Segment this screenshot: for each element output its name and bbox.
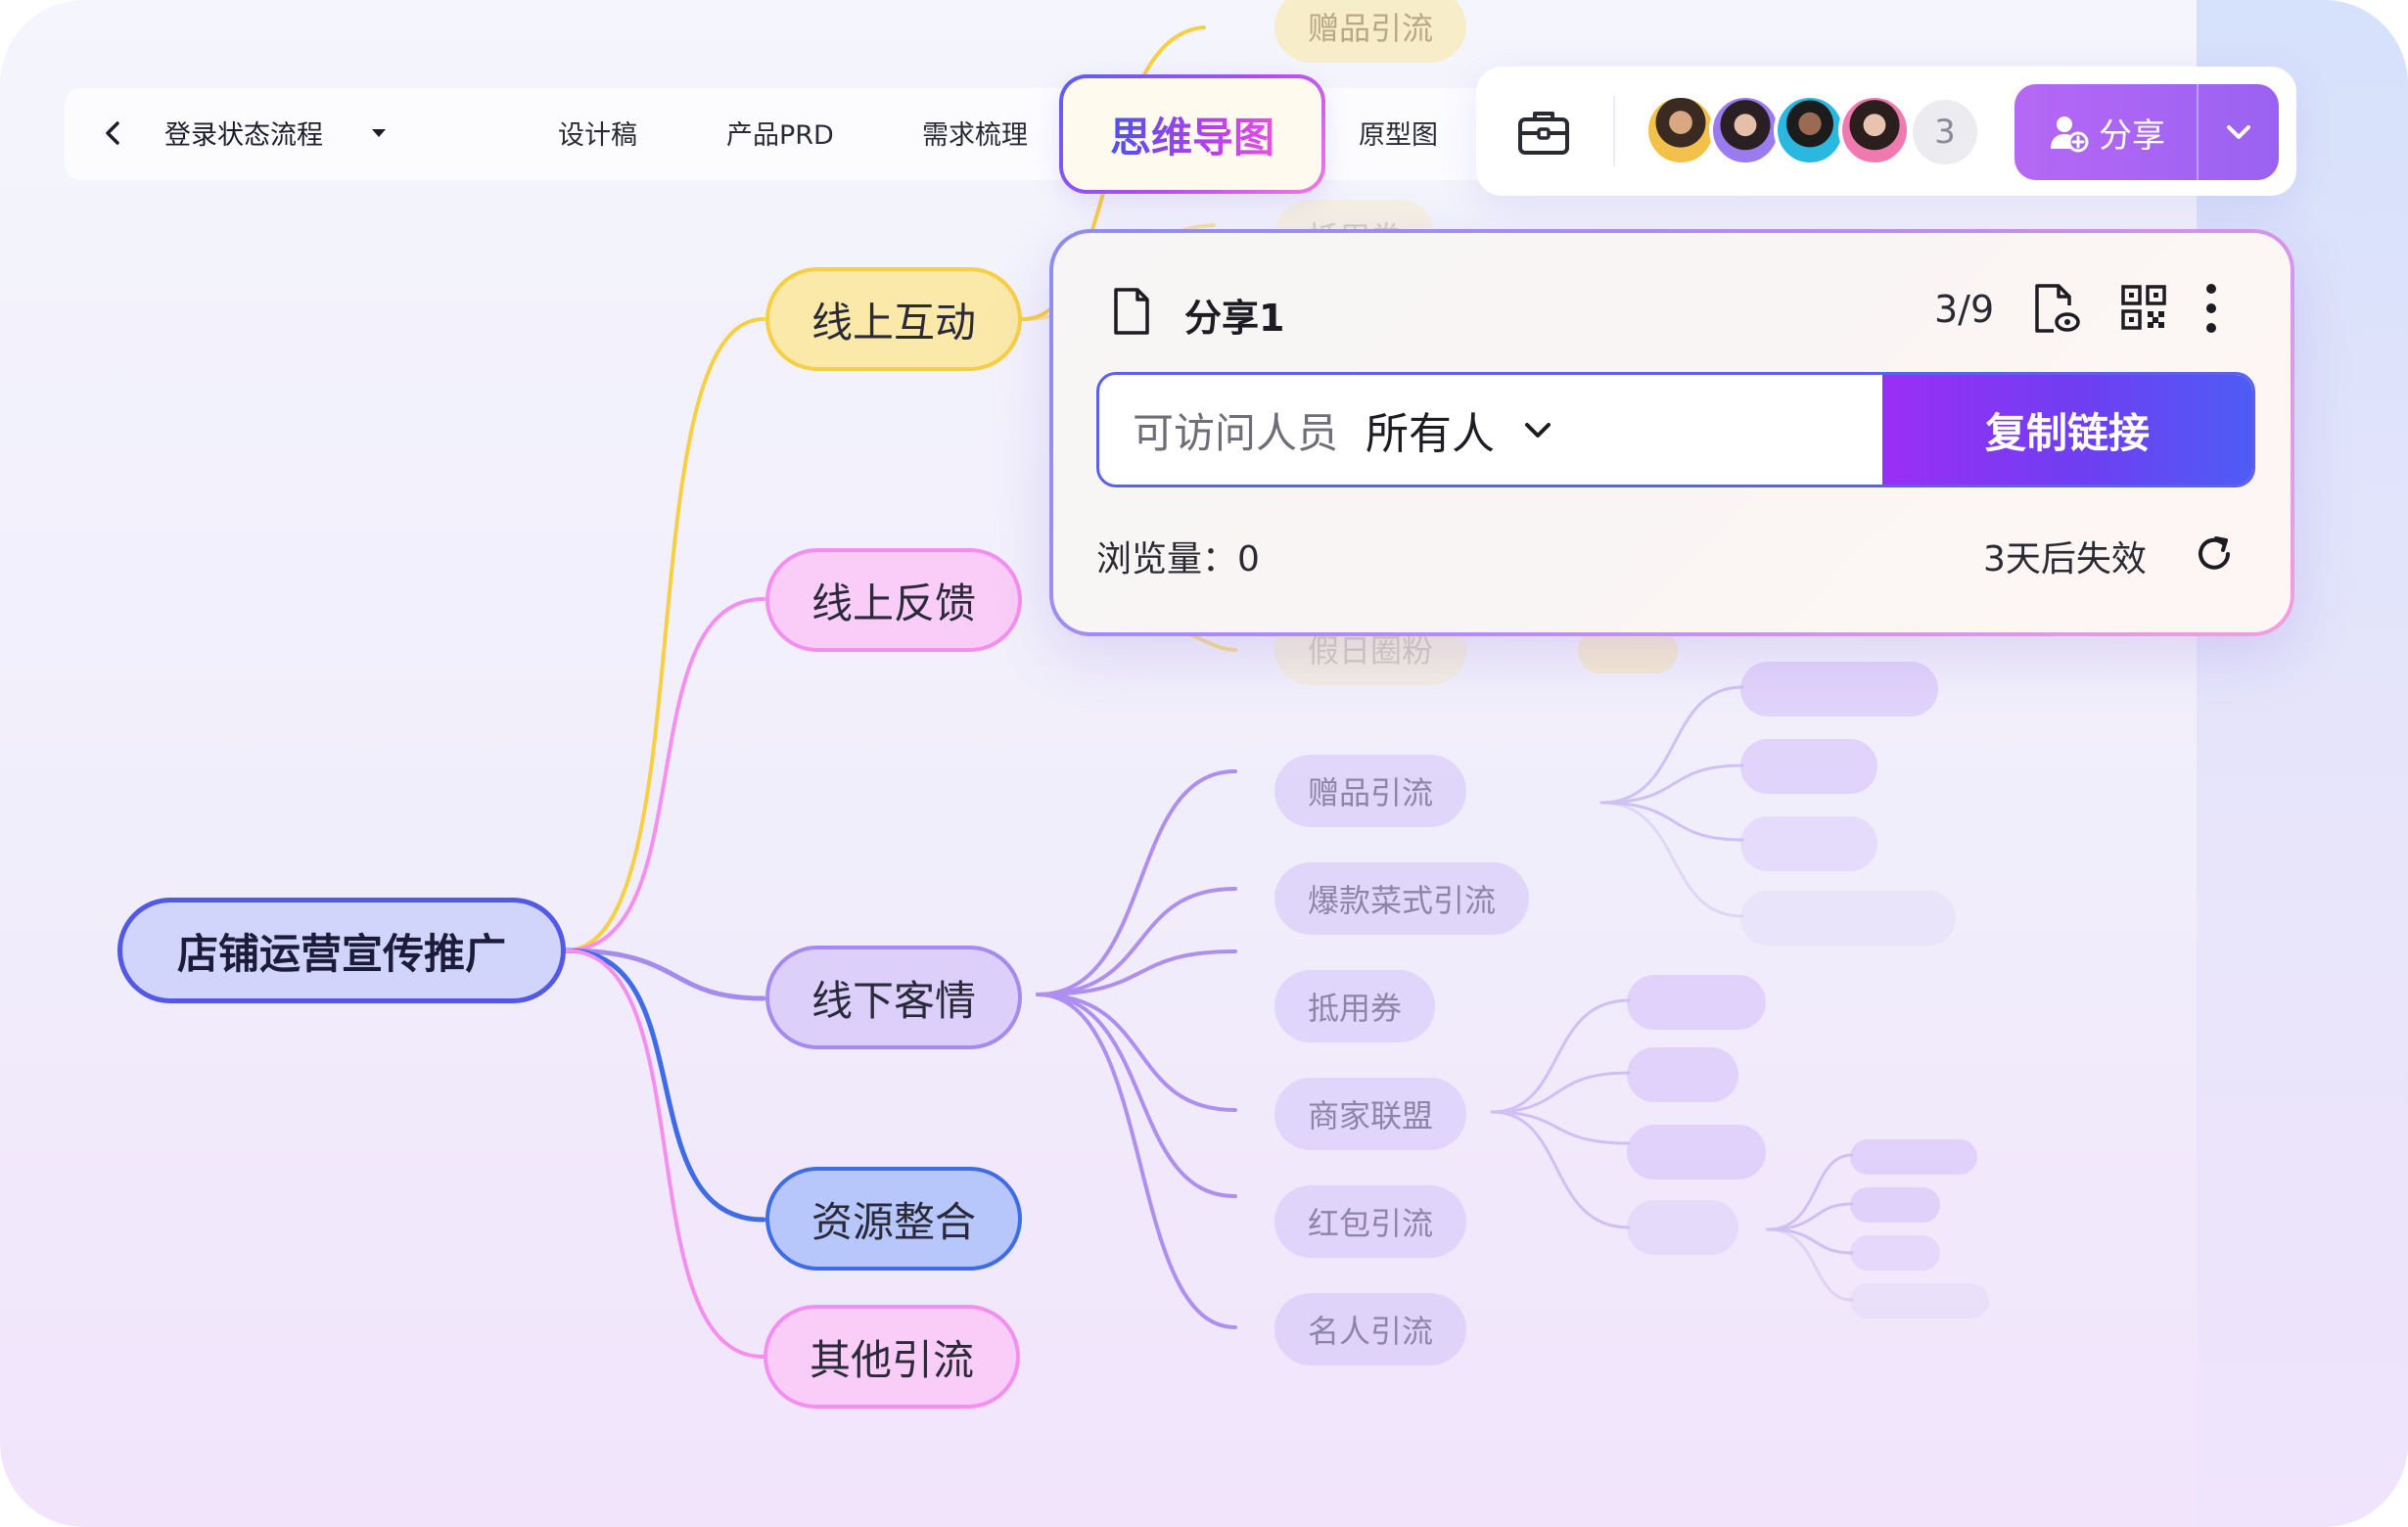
- share-page-count: 3/9: [1934, 288, 1995, 331]
- placeholder-node: [1850, 1187, 1940, 1223]
- chevron-down-icon: [1525, 423, 1551, 438]
- branch-resource-integration[interactable]: 资源整合: [765, 1167, 1022, 1271]
- preview-file-icon[interactable]: [2032, 282, 2081, 337]
- placeholder-node: [1627, 975, 1766, 1030]
- access-value: 所有人: [1366, 409, 1496, 459]
- tab-design[interactable]: 设计稿: [558, 120, 637, 151]
- collaborator-avatar[interactable]: [1774, 94, 1846, 166]
- collaborator-extra-count[interactable]: 3: [1909, 96, 1981, 168]
- node-hint-gift-traffic[interactable]: 赠品引流: [1274, 0, 1467, 63]
- share-button-label: 分享: [2099, 116, 2165, 156]
- share-dropdown-toggle[interactable]: [2199, 84, 2279, 180]
- access-and-copy-row: 可访问人员 所有人 复制链接: [1096, 372, 2255, 487]
- branch-online-feedback[interactable]: 线上反馈: [765, 548, 1022, 652]
- placeholder-node: [1627, 1125, 1766, 1180]
- branch-online-interaction[interactable]: 线上互动: [765, 267, 1022, 371]
- refresh-icon[interactable]: [2193, 532, 2236, 576]
- caret-down-icon[interactable]: [368, 122, 390, 144]
- branch-other-traffic[interactable]: 其他引流: [764, 1305, 1020, 1409]
- copy-link-button[interactable]: 复制链接: [1882, 375, 2252, 485]
- toolbar-divider: [1613, 96, 1615, 166]
- share-main-action[interactable]: 分享: [2014, 84, 2197, 180]
- collaborator-avatar[interactable]: [1838, 94, 1911, 166]
- tab-mind-map-label: 思维导图: [1110, 105, 1274, 164]
- link-expiry: 3天后失效: [1983, 539, 2147, 579]
- placeholder-node: [1850, 1235, 1940, 1271]
- node-merchant-alliance[interactable]: 商家联盟: [1274, 1078, 1467, 1150]
- file-icon: [1114, 288, 1149, 335]
- tab-product-prd[interactable]: 产品PRD: [726, 120, 834, 151]
- share-button-divider: [2197, 84, 2199, 180]
- collaborator-avatar[interactable]: [1644, 94, 1717, 166]
- connector-online-feedback: [564, 597, 765, 952]
- placeholder-node: [1740, 891, 1956, 946]
- qr-code-icon[interactable]: [2120, 284, 2167, 331]
- node-celebrity-traffic[interactable]: 名人引流: [1274, 1293, 1467, 1365]
- access-selector[interactable]: 可访问人员 所有人: [1099, 375, 1882, 485]
- chevron-down-icon: [2227, 125, 2250, 139]
- branch-offline-relations[interactable]: 线下客情: [765, 946, 1022, 1049]
- access-label: 可访问人员: [1133, 408, 1339, 457]
- more-vertical-icon[interactable]: [2204, 282, 2218, 335]
- connector-online-interact: [564, 317, 765, 952]
- placeholder-node: [1740, 662, 1938, 717]
- placeholder-node: [1578, 628, 1678, 673]
- connector-resource: [563, 948, 766, 1223]
- placeholder-node: [1627, 1047, 1738, 1102]
- add-user-icon: [2051, 116, 2089, 153]
- tab-prototype[interactable]: 原型图: [1359, 120, 1438, 151]
- placeholder-node: [1627, 1200, 1738, 1255]
- placeholder-node: [1850, 1283, 1989, 1319]
- share-button[interactable]: 分享: [2014, 84, 2279, 180]
- tab-mind-map-active[interactable]: 思维导图: [1059, 74, 1325, 194]
- placeholder-node: [1740, 739, 1877, 794]
- connector-other: [564, 949, 765, 1359]
- view-count: 浏览量：0: [1096, 539, 1260, 579]
- tab-requirements[interactable]: 需求梳理: [922, 120, 1028, 151]
- connector-offline: [563, 948, 766, 1001]
- node-hit-dish-traffic[interactable]: 爆款菜式引流: [1274, 862, 1530, 935]
- briefcase-icon[interactable]: [1517, 108, 1570, 157]
- node-voucher[interactable]: 抵用券: [1274, 970, 1436, 1042]
- node-gift-traffic[interactable]: 赠品引流: [1274, 755, 1467, 827]
- back-arrow-icon[interactable]: [98, 117, 129, 149]
- node-red-packet-traffic[interactable]: 红包引流: [1274, 1185, 1467, 1258]
- collaborator-avatar[interactable]: [1709, 94, 1782, 166]
- share-link-popover: 分享1 3/9 可访问人员: [1049, 229, 2294, 636]
- placeholder-node: [1740, 816, 1877, 871]
- placeholder-node: [1850, 1139, 1977, 1175]
- share-name[interactable]: 分享1: [1184, 297, 1285, 340]
- mindmap-root-node[interactable]: 店铺运营宣传推广: [117, 898, 566, 1003]
- document-title[interactable]: 登录状态流程: [164, 120, 323, 151]
